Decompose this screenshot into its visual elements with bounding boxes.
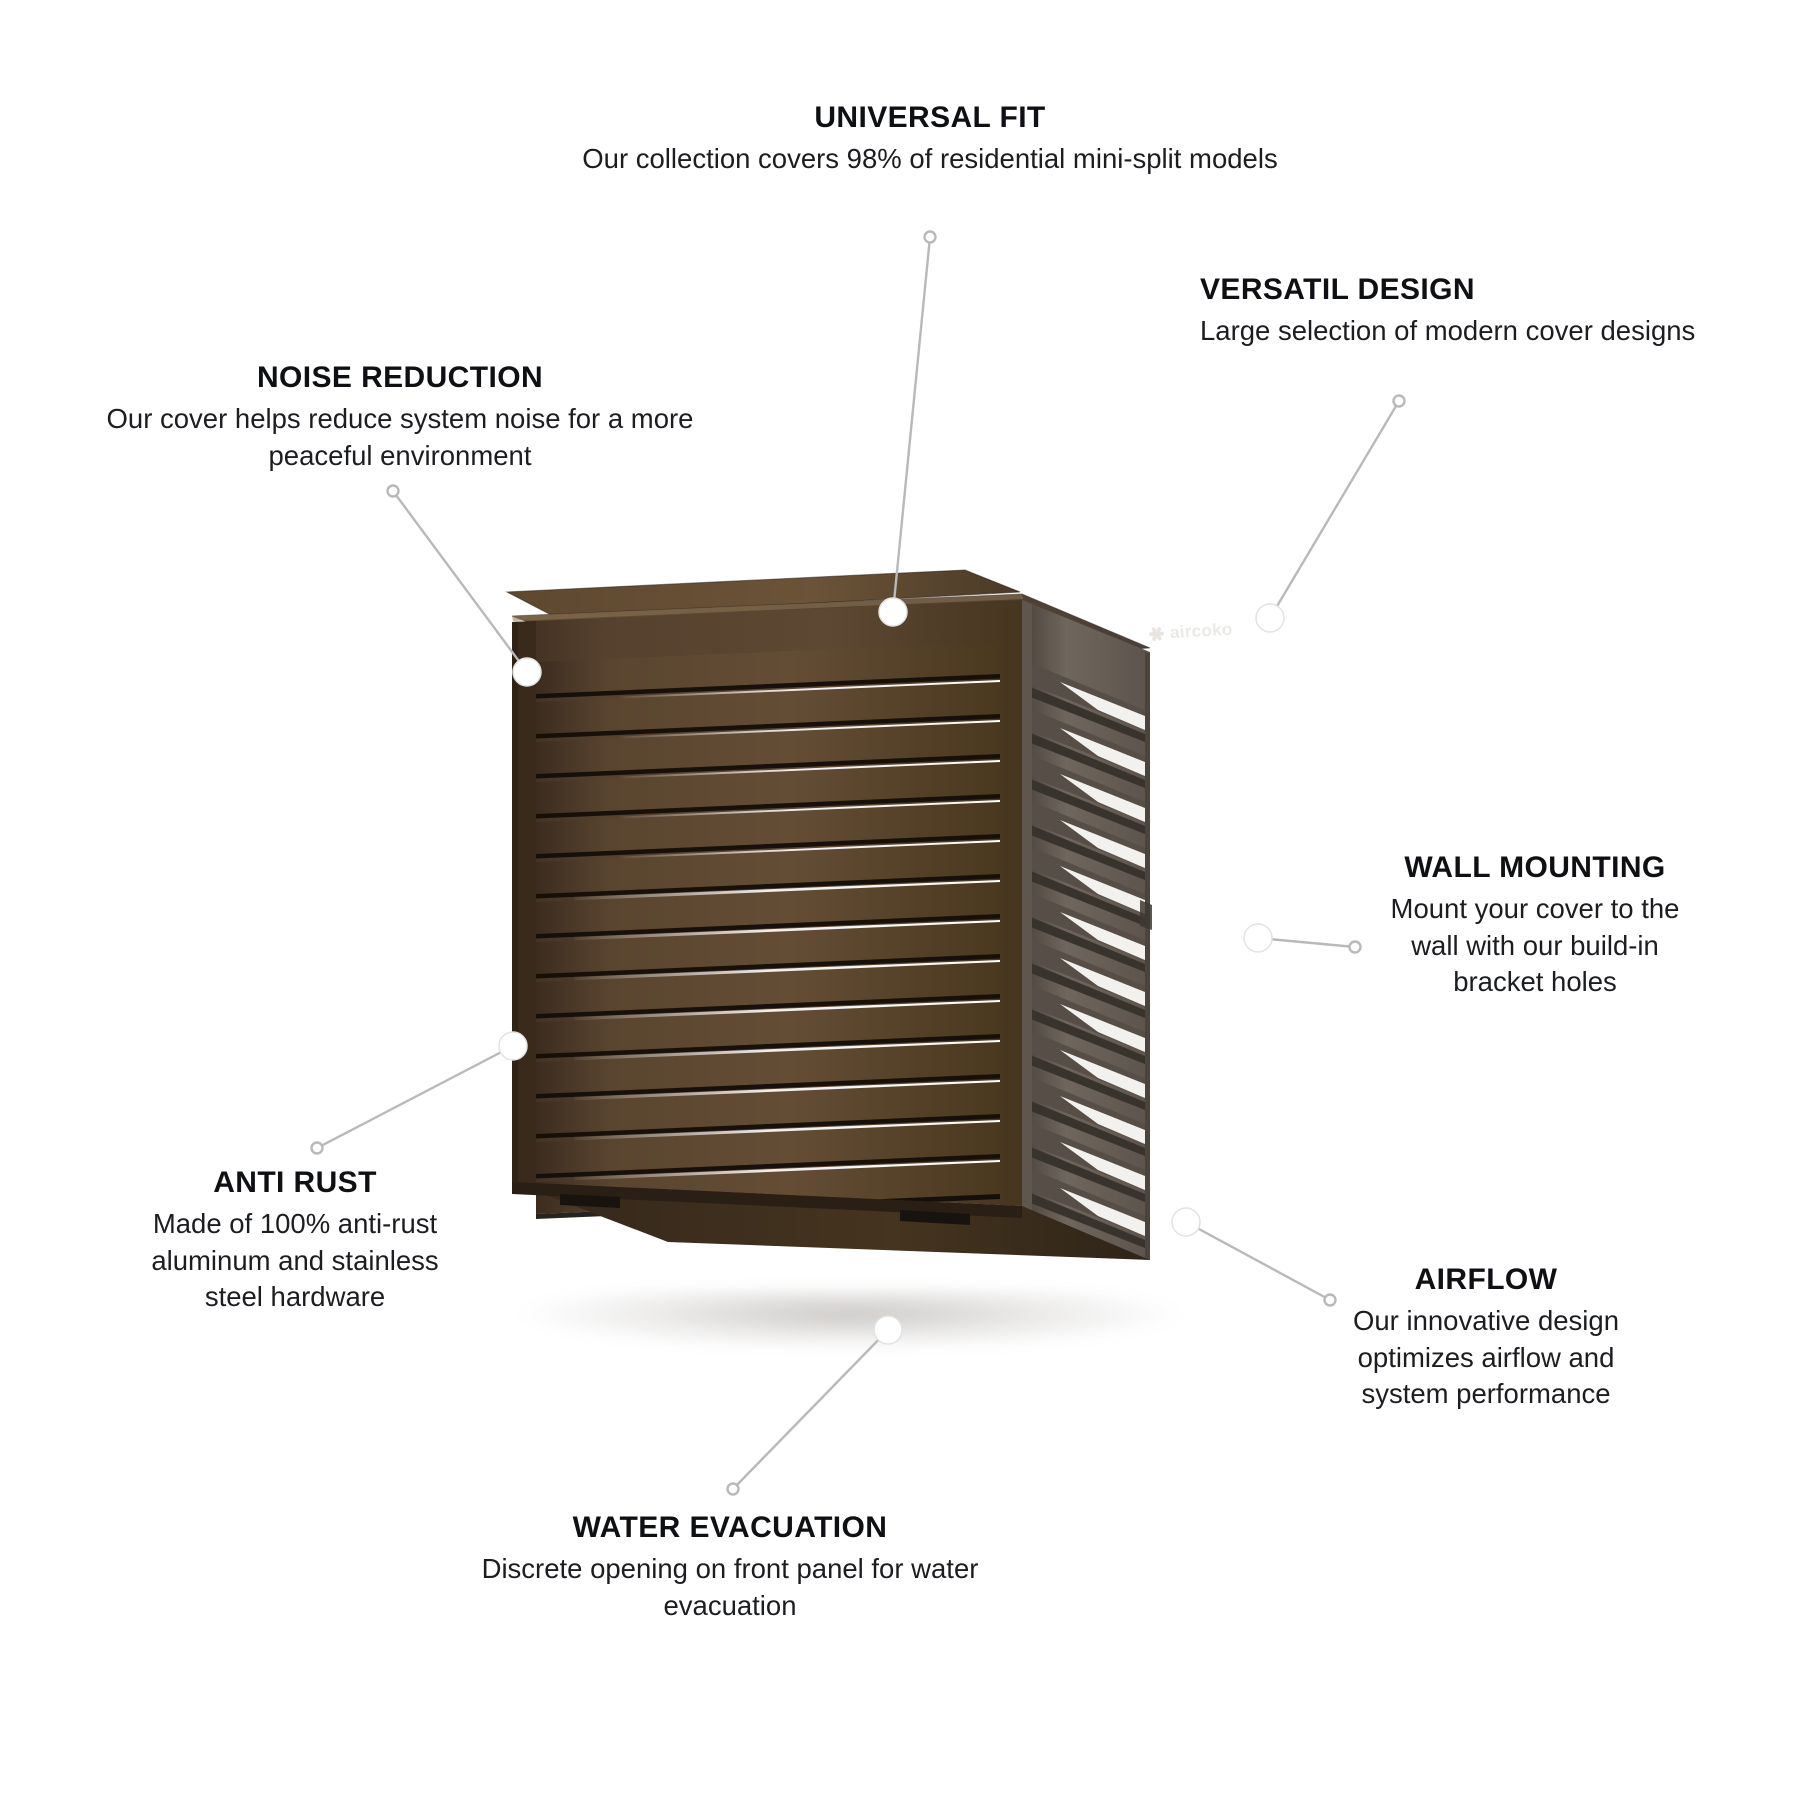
callout-wall-mounting: WALL MOUNTING Mount your cover to the wa…	[1370, 850, 1700, 1000]
leader-line-wall-mounting	[1256, 936, 1357, 949]
callout-body-noise-reduction: Our cover helps reduce system noise for …	[106, 403, 694, 471]
marker-versatil-design	[1255, 603, 1285, 633]
callout-title-water-evacuation: WATER EVACUATION	[572, 1511, 888, 1544]
callout-water-evacuation: WATER EVACUATION Discrete opening on fro…	[440, 1510, 1020, 1624]
callout-airflow: AIRFLOW Our innovative design optimizes …	[1352, 1262, 1620, 1412]
callout-body-wall-mounting: Mount your cover to the wall with our bu…	[1390, 893, 1680, 997]
product-logo: aircoko	[1148, 620, 1234, 645]
callout-body-airflow: Our innovative design optimizes airflow …	[1353, 1305, 1619, 1409]
callout-body-anti-rust: Made of 100% anti-rust aluminum and stai…	[151, 1208, 439, 1312]
callout-body-universal-fit: Our collection covers 98% of residential…	[582, 143, 1278, 175]
aircoko-flower-icon	[1148, 625, 1166, 643]
callout-title-wall-mounting: WALL MOUNTING	[1404, 851, 1666, 884]
callout-body-versatil-design: Large selection of modern cover designs	[1200, 315, 1696, 347]
anchor-ring-airflow	[1323, 1293, 1337, 1307]
anchor-ring-noise-reduction	[386, 484, 400, 498]
anchor-ring-water-evacuation	[726, 1482, 740, 1496]
callout-title-versatil-design: VERSATIL DESIGN	[1200, 273, 1475, 306]
callout-title-universal-fit: UNIVERSAL FIT	[814, 101, 1046, 134]
leader-line-universal-fit	[891, 235, 932, 614]
callout-noise-reduction: NOISE REDUCTION Our cover helps reduce s…	[95, 360, 705, 474]
anchor-ring-versatil-design	[1392, 394, 1406, 408]
callout-body-water-evacuation: Discrete opening on front panel for wate…	[481, 1553, 979, 1621]
callout-anti-rust: ANTI RUST Made of 100% anti-rust aluminu…	[125, 1165, 465, 1315]
anchor-ring-wall-mounting	[1348, 940, 1362, 954]
product-illustration	[500, 569, 1220, 1310]
leader-line-versatil-design	[1268, 399, 1401, 620]
callout-title-noise-reduction: NOISE REDUCTION	[256, 361, 544, 394]
callout-versatil-design: VERSATIL DESIGN Large selection of moder…	[1200, 272, 1740, 350]
logo-wordmark: aircoko	[1169, 619, 1234, 643]
leader-line-anti-rust	[315, 1044, 515, 1150]
callout-title-anti-rust: ANTI RUST	[213, 1166, 377, 1199]
callout-universal-fit: UNIVERSAL FIT Our collection covers 98% …	[530, 100, 1330, 178]
anchor-ring-anti-rust	[310, 1141, 324, 1155]
marker-wall-mounting	[1243, 923, 1273, 953]
anchor-ring-universal-fit	[923, 230, 937, 244]
callout-title-airflow: AIRFLOW	[1414, 1263, 1558, 1296]
leader-line-water-evacuation	[731, 1328, 890, 1491]
